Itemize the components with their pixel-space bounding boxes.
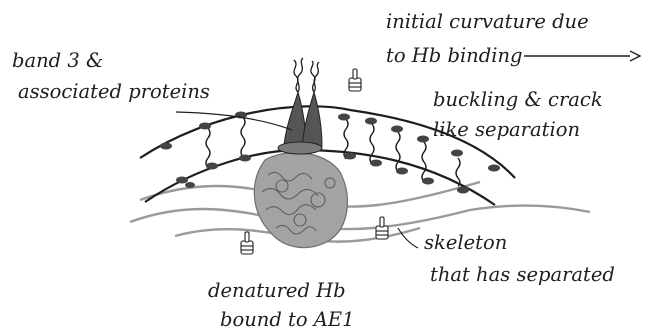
pointing-hand-icon: [376, 217, 388, 239]
hb-label-line2: bound to AE1: [220, 308, 355, 331]
curvature-label-line1: initial curvature due: [386, 10, 589, 33]
skeleton-label-line2: that has separated: [430, 263, 615, 286]
buckling-label-line2: like separation: [433, 118, 580, 141]
glycan-strands: [294, 58, 319, 92]
skeleton-network: [130, 182, 590, 242]
skeleton-label-line1: skeleton: [424, 231, 507, 254]
band3-dimer: [278, 92, 322, 154]
pointing-hand-icon: [349, 69, 361, 91]
pointing-hand-icon: [241, 232, 253, 254]
hb-label-line1: denatured Hb: [208, 279, 346, 302]
band3-leader-line: [176, 112, 292, 130]
curvature-label-line2: to Hb binding: [386, 44, 523, 67]
band3-label-line2: associated proteins: [18, 80, 210, 103]
band3-label-line1: band 3 &: [12, 49, 103, 72]
buckling-label-line1: buckling & crack: [433, 88, 603, 111]
right-arrow-icon: [524, 51, 640, 61]
